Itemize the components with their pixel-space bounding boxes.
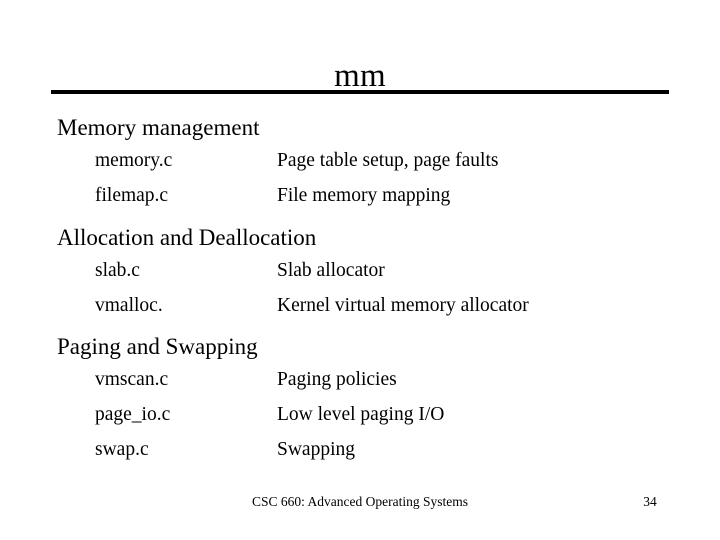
- item-file-name: vmscan.c: [95, 369, 169, 390]
- item-file-name: swap.c: [95, 439, 149, 460]
- section-item-list: slab.c Slab allocator vmalloc. Kernel vi…: [0, 253, 720, 323]
- item-file-name: page_io.c: [95, 404, 171, 425]
- section-item-list: vmscan.c Paging policies page_io.c Low l…: [0, 362, 720, 467]
- item-file-name: slab.c: [95, 260, 140, 281]
- list-item: page_io.c Low level paging I/O: [0, 397, 720, 432]
- slide-body: Memory management memory.c Page table se…: [0, 112, 720, 467]
- item-description: Swapping: [277, 439, 355, 460]
- section-heading: Allocation and Deallocation: [57, 225, 317, 250]
- item-file-name: memory.c: [95, 150, 173, 171]
- section-heading: Memory management: [57, 115, 260, 140]
- list-item: memory.c Page table setup, page faults: [0, 143, 720, 178]
- item-file-name: vmalloc.: [95, 295, 163, 316]
- item-description: Low level paging I/O: [277, 404, 445, 425]
- item-description: Page table setup, page faults: [277, 150, 499, 171]
- page-number: 34: [643, 494, 657, 509]
- item-description: File memory mapping: [277, 185, 451, 206]
- list-item: vmscan.c Paging policies: [0, 362, 720, 397]
- section-memory-management: Memory management memory.c Page table se…: [0, 112, 720, 213]
- item-description: Slab allocator: [277, 260, 385, 281]
- section-allocation-and-deallocation: Allocation and Deallocation slab.c Slab …: [0, 222, 720, 323]
- list-item: swap.c Swapping: [0, 432, 720, 467]
- footer-course-label: CSC 660: Advanced Operating Systems: [252, 494, 468, 509]
- list-item: filemap.c File memory mapping: [0, 178, 720, 213]
- section-item-list: memory.c Page table setup, page faults f…: [0, 143, 720, 213]
- section-heading: Paging and Swapping: [57, 334, 258, 359]
- list-item: slab.c Slab allocator: [0, 253, 720, 288]
- list-item: vmalloc. Kernel virtual memory allocator: [0, 288, 720, 323]
- section-paging-and-swapping: Paging and Swapping vmscan.c Paging poli…: [0, 331, 720, 467]
- title-divider: [51, 90, 669, 94]
- slide-footer: CSC 660: Advanced Operating Systems 34: [0, 492, 720, 514]
- item-file-name: filemap.c: [95, 185, 169, 206]
- item-description: Paging policies: [277, 369, 397, 390]
- page-title: mm: [334, 58, 386, 95]
- item-description: Kernel virtual memory allocator: [277, 295, 529, 316]
